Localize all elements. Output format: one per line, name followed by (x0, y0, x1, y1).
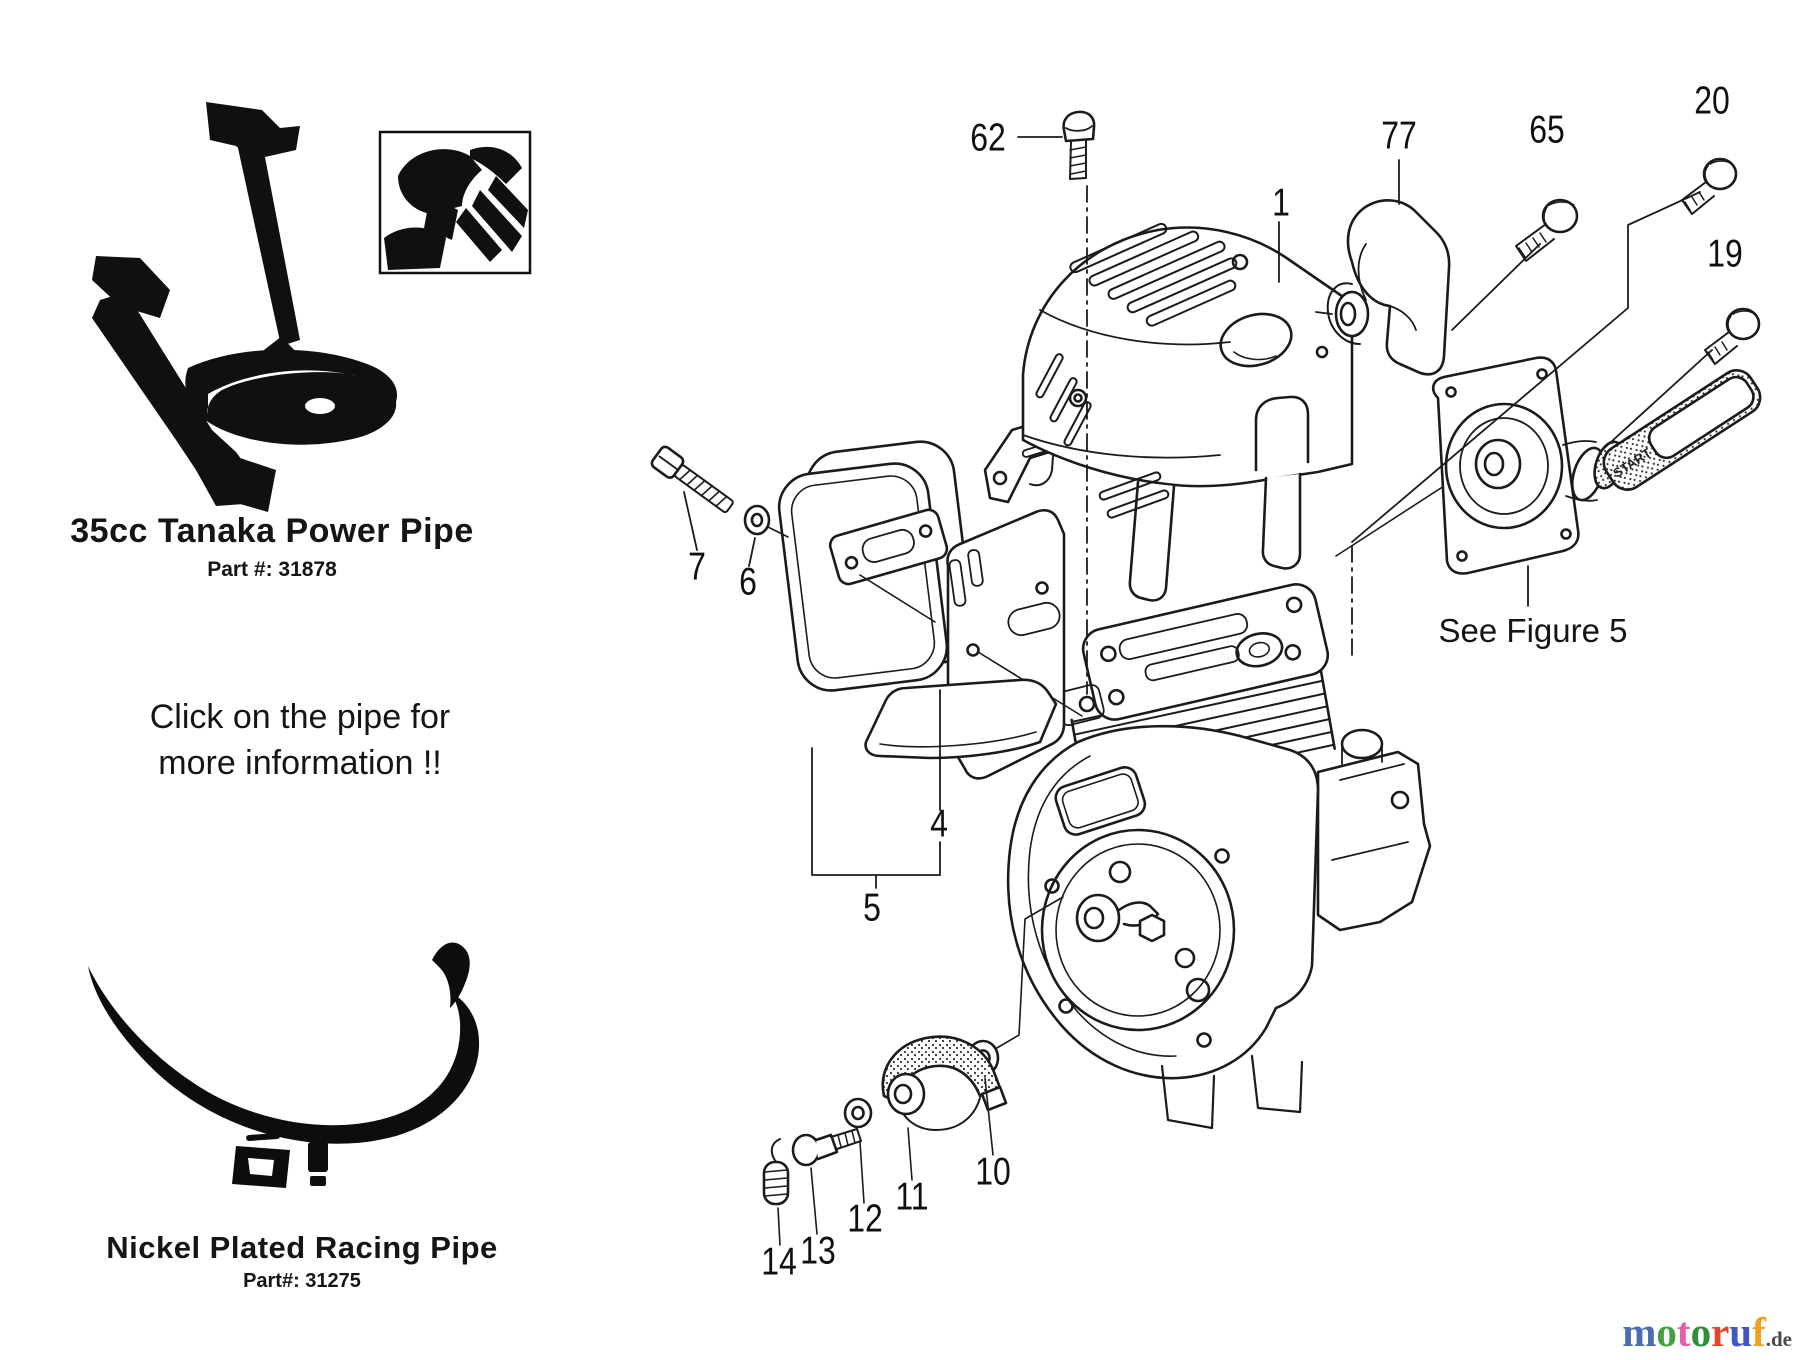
logo-letter: o (1656, 1309, 1677, 1355)
engine-cover-drawing (1021, 222, 1354, 602)
part-callout-10: 10 (975, 1150, 1011, 1194)
part-callout-12: 12 (847, 1197, 883, 1241)
part-callout-5: 5 (863, 886, 881, 930)
logo-letter: o (1690, 1309, 1712, 1355)
part-callout-7: 7 (688, 545, 706, 589)
see-figure-5-label: See Figure 5 (1438, 612, 1628, 649)
part-callout-62: 62 (970, 116, 1006, 160)
assembly-dash-lines (1086, 185, 1353, 695)
leader-lines (683, 136, 1713, 889)
cover-77-drawing (1315, 199, 1451, 376)
part-callout-65: 65 (1529, 108, 1565, 152)
part-callout-14: 14 (761, 1240, 797, 1284)
screw-19-drawing (1704, 307, 1761, 365)
logo-letter: r (1711, 1309, 1730, 1355)
part-callout-20: 20 (1694, 79, 1730, 123)
part-callout-6: 6 (739, 560, 757, 604)
logo-letter: u (1729, 1309, 1753, 1355)
clutch-parts-drawing (762, 896, 1064, 1246)
logo-letter: m (1622, 1309, 1657, 1355)
part-callout-1: 1 (1272, 181, 1290, 225)
part-callout-19: 19 (1707, 232, 1743, 276)
power-pipe-title: 35cc Tanaka Power Pipe (70, 512, 474, 550)
power-pipe-part-number: Part #: 31878 (207, 558, 337, 581)
screw-65-drawing (1515, 198, 1579, 262)
part-callout-11: 11 (895, 1175, 929, 1219)
starter-assembly-drawing: START (1335, 356, 1762, 575)
bolt-7-drawing (650, 445, 734, 513)
engine-drawing (1006, 583, 1432, 1130)
screw-20-drawing (1681, 157, 1738, 215)
deflector-drawing (864, 678, 1058, 760)
part-callout-13: 13 (800, 1229, 836, 1273)
inset-photo (378, 130, 532, 275)
racing-pipe-image[interactable] (88, 942, 480, 1188)
motoruf-logo-tld: .de (1765, 1327, 1792, 1351)
click-note-line-2: more information !! (158, 744, 442, 782)
motoruf-logo[interactable]: motoruf.de (1622, 1308, 1792, 1356)
part-callout-77: 77 (1381, 114, 1417, 158)
logo-letter: f (1752, 1309, 1766, 1355)
part-callout-4: 4 (930, 802, 948, 846)
racing-pipe-title: Nickel Plated Racing Pipe (106, 1230, 498, 1265)
click-note-line-1: Click on the pipe for (149, 698, 451, 736)
racing-pipe-part-number: Part#: 31275 (243, 1270, 361, 1292)
washer-6-drawing (743, 504, 789, 538)
logo-letter: t (1676, 1309, 1691, 1355)
motoruf-logo-letters: motoruf (1622, 1309, 1765, 1355)
screw-62-drawing (1062, 110, 1096, 180)
muffler-drawing (777, 440, 975, 692)
power-pipe-image[interactable] (92, 102, 397, 512)
